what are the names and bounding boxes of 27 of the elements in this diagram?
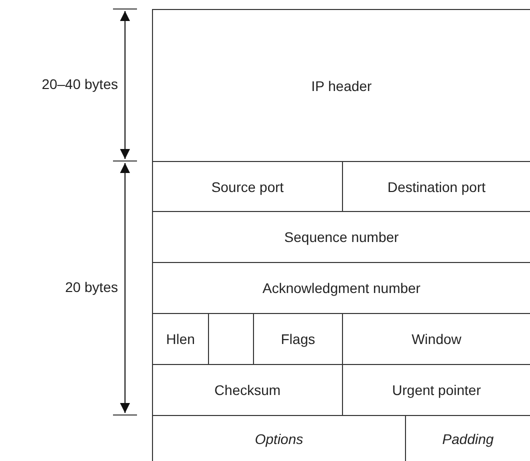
header-field-cell bbox=[152, 262, 530, 313]
field-name: Source port bbox=[211, 178, 284, 194]
header-field-cell bbox=[152, 9, 530, 161]
field-name: IP header bbox=[311, 78, 372, 94]
field-name: Options bbox=[254, 430, 304, 446]
field-name: Checksum bbox=[214, 382, 281, 398]
size-label: 20–40 bytes bbox=[42, 76, 118, 92]
field-name: Flags bbox=[280, 331, 316, 347]
field-name: Sequence number bbox=[284, 229, 399, 245]
header-field-cell bbox=[253, 313, 342, 364]
header-field-cell bbox=[152, 364, 342, 415]
field-name: Urgent pointer bbox=[392, 382, 481, 398]
header-field-cell bbox=[152, 313, 208, 364]
empty-field-cell bbox=[208, 313, 253, 364]
field-name: Destination port bbox=[387, 178, 486, 194]
size-label: 20 bytes bbox=[65, 279, 118, 295]
field-name: Acknowledgment number bbox=[262, 280, 420, 296]
field-name: Hlen bbox=[166, 331, 195, 347]
header-field-cell bbox=[152, 415, 405, 461]
header-field-cell bbox=[342, 364, 530, 415]
header-field-cell bbox=[152, 211, 530, 262]
field-name: Window bbox=[412, 331, 462, 347]
header-field-cell bbox=[342, 161, 530, 211]
header-field-cell bbox=[342, 313, 530, 364]
header-field-cell bbox=[405, 415, 530, 461]
field-name: Padding bbox=[442, 430, 494, 446]
header-field-cell bbox=[152, 161, 342, 211]
